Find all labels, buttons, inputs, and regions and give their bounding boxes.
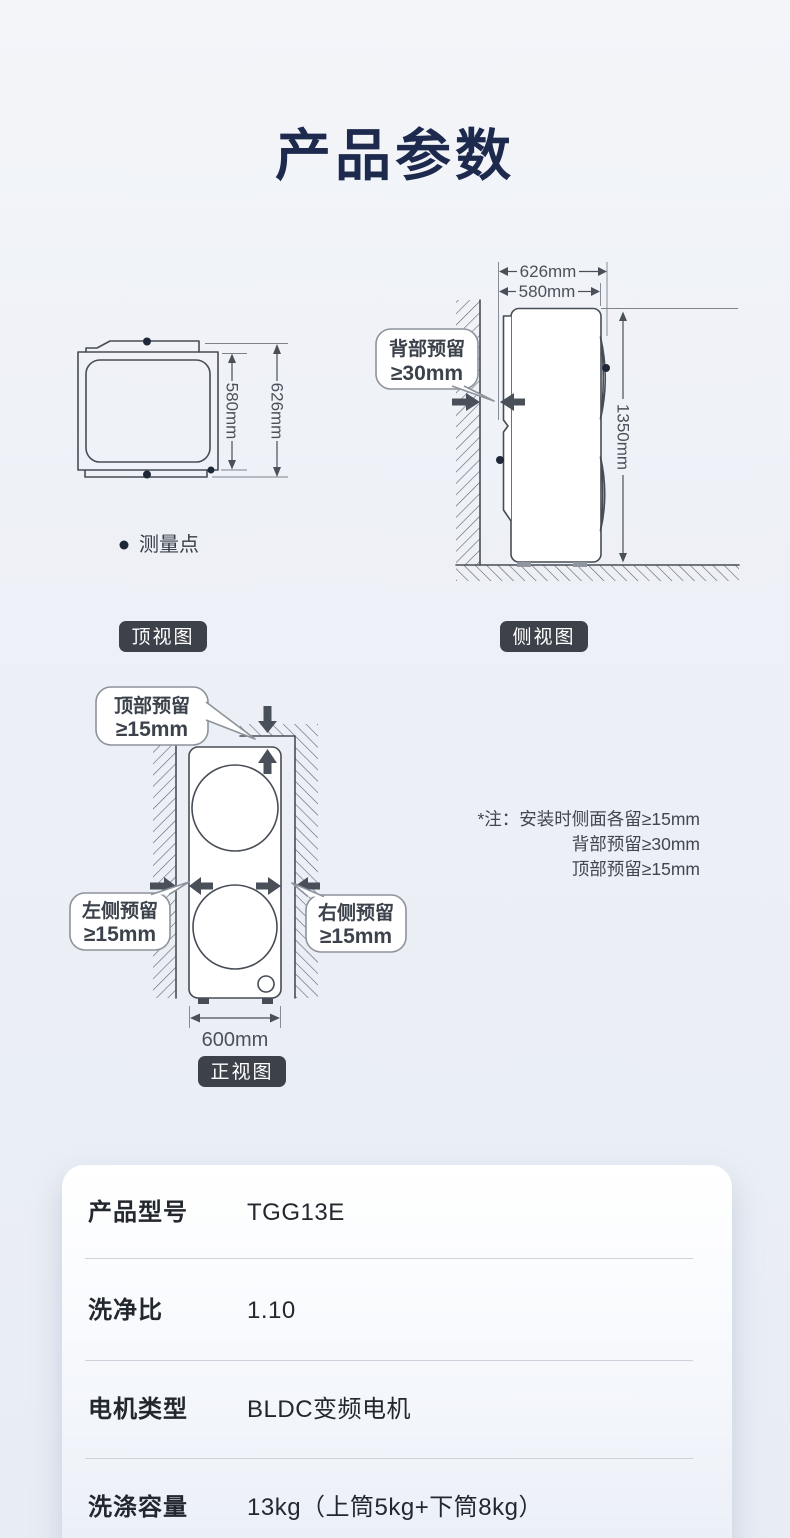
legend-label: 测量点 [139, 533, 199, 556]
top-view-label-chip: 顶视图 [119, 621, 207, 652]
side-view-label: 侧视图 [512, 626, 575, 648]
bubble-right-clearance: 右侧预留 ≥15mm [291, 882, 407, 953]
spec-label: 洗涤容量 [88, 1494, 188, 1521]
bubble-top-line2: ≥15mm [116, 718, 188, 741]
install-note-line: *注：安装时侧面各留≥15mm [477, 809, 700, 829]
dimension-diagrams: 580mm 626mm 测量点 顶视图 [69, 262, 740, 1087]
drain-knob [257, 975, 275, 993]
side-view-diagram: 626mm 580mm 1350mm [375, 262, 740, 652]
spec-label: 产品型号 [88, 1199, 188, 1226]
side-view-dim-626: 626mm [499, 262, 607, 281]
side-view-machine [496, 307, 610, 567]
spec-label: 洗净比 [88, 1297, 163, 1324]
row-divider [85, 1360, 693, 1361]
top-view-dim-outer-label: 626mm [268, 383, 287, 440]
top-view-machine [77, 337, 219, 479]
bubble-left-line1: 左侧预留 [82, 899, 158, 922]
measure-point-dot [143, 337, 151, 346]
front-left-wall-hatch [153, 742, 176, 998]
bubble-left-line2: ≥15mm [84, 923, 156, 946]
front-view-label: 正视图 [210, 1061, 273, 1083]
top-view-diagram: 580mm 626mm 测量点 顶视图 [77, 337, 288, 652]
top-view-dim-626: 626mm [268, 344, 287, 477]
front-view-machine [188, 746, 282, 1004]
upper-drum [191, 764, 279, 852]
side-view-dim-inner-label: 580mm [519, 282, 576, 301]
bubble-right-line1: 右侧预留 [317, 901, 394, 924]
measure-point-dot [602, 364, 610, 372]
bubble-back-line1: 背部预留 [389, 337, 465, 360]
top-view-dim-inner-label: 580mm [223, 383, 242, 440]
front-view-label-chip: 正视图 [198, 1056, 286, 1087]
lower-drum [192, 884, 278, 970]
measure-point-dot [496, 456, 504, 464]
side-view-label-chip: 侧视图 [500, 621, 588, 652]
side-view-dim-outer-label: 626mm [520, 262, 577, 281]
top-view-dim-580: 580mm [223, 353, 242, 470]
bubble-top-line1: 顶部预留 [114, 694, 190, 717]
top-view-label: 顶视图 [131, 626, 194, 648]
side-view-dim-height-label: 1350mm [614, 404, 633, 470]
row-divider [85, 1258, 693, 1259]
side-view-dim-580: 580mm [499, 282, 600, 301]
front-right-wall-hatch [295, 736, 318, 998]
legend-dot [119, 540, 129, 550]
install-note-line: 顶部预留≥15mm [571, 859, 700, 879]
spec-value: TGG13E [247, 1199, 345, 1226]
bubble-right-line2: ≥15mm [320, 925, 392, 948]
measure-point-dot [207, 466, 215, 474]
spec-row-motor: 电机类型 BLDC变频电机 [88, 1393, 411, 1427]
front-right-wall-edge [239, 735, 296, 999]
front-view-dim-600: 600mm [189, 1006, 281, 1051]
measure-point-dot [143, 470, 151, 479]
front-ceiling-hatch [240, 724, 318, 736]
spec-row-wash-ratio: 洗净比 1.10 [88, 1294, 296, 1328]
spec-label: 电机类型 [88, 1396, 188, 1423]
back-clearance-arrows [452, 393, 525, 411]
side-floor-hatch [456, 565, 739, 581]
front-view-dim-width-label: 600mm [202, 1029, 269, 1051]
side-view-dim-1350: 1350mm [614, 311, 633, 563]
row-divider [85, 1458, 693, 1459]
page-title: 产品参数 [275, 124, 515, 187]
bubble-back-line2: ≥30mm [391, 362, 463, 385]
spec-table-card: 产品型号 TGG13E 洗净比 1.10 电机类型 BLDC变频电机 洗涤容量 13kg… [62, 1165, 732, 1538]
bubble-back-clearance: 背部预留 ≥30mm [375, 328, 495, 402]
spec-row-capacity: 洗涤容量 13kg（上筒5kg+下筒8kg） [88, 1491, 543, 1525]
bubble-top-clearance: 顶部预留 ≥15mm [95, 686, 256, 746]
spec-value: 13kg（上筒5kg+下筒8kg） [247, 1494, 543, 1521]
install-notes: *注：安装时侧面各留≥15mm 背部预留≥30mm 顶部预留≥15mm [477, 807, 700, 882]
front-clearance-arrows [150, 706, 320, 895]
measure-point-legend: 测量点 [119, 533, 199, 556]
bubble-left-clearance: 左侧预留 ≥15mm [69, 881, 190, 951]
install-note-line: 背部预留≥30mm [571, 834, 700, 854]
spec-value: 1.10 [247, 1297, 296, 1324]
front-view-diagram: 顶部预留 ≥15mm 左侧预留 ≥15mm 右侧预留 ≥15mm [69, 686, 407, 1087]
spec-value: BLDC变频电机 [247, 1396, 412, 1423]
spec-row-model: 产品型号 TGG13E [88, 1196, 345, 1230]
